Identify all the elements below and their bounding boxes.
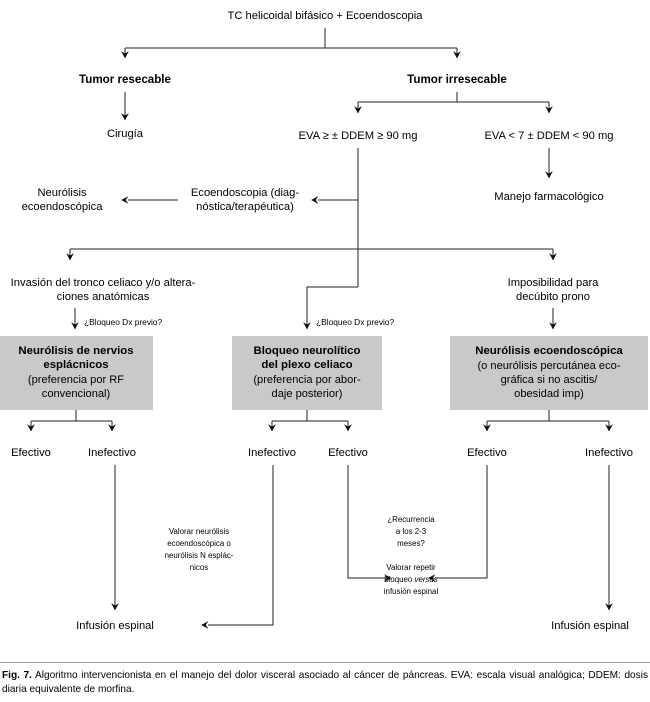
- figure-caption-body: Algoritmo intervencionista en el manejo …: [2, 670, 649, 695]
- node-neurolisis-eco-line1: Neurólisis: [37, 187, 87, 199]
- box3-sub-line1: (o neurólisis percutánea eco-: [477, 360, 620, 372]
- box2-sub-line2: daje posterior): [272, 388, 343, 400]
- outcome-left-effective: Efectivo: [11, 447, 51, 459]
- box2-title-line2: del plexo celiaco: [261, 359, 352, 371]
- flowchart-canvas: TC helicoidal bifásico + Ecoendoscopia T…: [0, 10, 648, 632]
- node-invasion-line1: Invasión del tronco celiaco y/o altera-: [11, 277, 196, 289]
- node-neurolisis-eco-line2: ecoendoscópica: [22, 201, 104, 213]
- annotation-valorar-repetir-line2: bloqueo versus: [384, 575, 438, 584]
- box1-sub-line1: (preferencia por RF: [28, 374, 124, 386]
- annotation-valorar-repetir-versus: versus: [415, 575, 438, 584]
- box1-sub-line2: convencional): [42, 388, 110, 400]
- annotation-recurrencia-line1: ¿Recurrencia: [387, 515, 435, 524]
- annotation-valorar-repetir-line1: Valorar repetir: [386, 563, 436, 572]
- box2-sub-line1: (preferencia por abor-: [253, 374, 361, 386]
- edge-spine-elbow-to-mid-box: [303, 286, 358, 330]
- outcome-left-ineffective: Inefectivo: [88, 447, 136, 459]
- node-tumor-irresecable: Tumor irresecable: [407, 73, 507, 86]
- annotation-valorar-neurolisis-line1: Valorar neurólisis: [169, 527, 229, 536]
- box1-title-line2: esplácnicos: [43, 359, 108, 371]
- edge-right-effective-to-valorar-repetir: [428, 465, 488, 582]
- figure-caption-text: Fig. 7. Algoritmo intervencionista en el…: [2, 669, 648, 697]
- box-neurolisis-ecoendoscopica: [450, 336, 648, 410]
- annotation-valorar-neurolisis-line4: nicos: [190, 563, 208, 572]
- edge-label-bloqueo-dx-mid: ¿Bloqueo Dx previo?: [316, 317, 395, 327]
- node-eva-high: EVA ≥ ± DDEM ≥ 90 mg: [299, 130, 418, 142]
- outcome-right-ineffective: Inefectivo: [585, 447, 633, 459]
- figure-caption-label: Fig. 7.: [2, 670, 32, 681]
- node-ecoendoscopia-line2: nóstica/terapéutica): [196, 201, 294, 213]
- outcome-mid-ineffective: Inefectivo: [248, 447, 296, 459]
- node-invasion-line2: ciones anatómicas: [57, 291, 150, 303]
- figure-caption: Fig. 7. Algoritmo intervencionista en el…: [0, 662, 650, 697]
- outcome-right-effective: Efectivo: [467, 447, 507, 459]
- node-tumor-resecable: Tumor resecable: [79, 73, 171, 86]
- node-ecoendoscopia-line1: Ecoendoscopia (diag-: [191, 187, 299, 199]
- node-manejo-farmacologico: Manejo farmacológico: [494, 191, 603, 203]
- node-eva-low: EVA < 7 ± DDEM < 90 mg: [484, 130, 613, 142]
- annotation-valorar-repetir-line3: infusión espinal: [384, 587, 439, 596]
- node-cirugia: Cirugía: [107, 128, 144, 140]
- annotation-recurrencia-line3: meses?: [397, 539, 425, 548]
- box3-sub-line3: obesidad imp): [514, 388, 584, 400]
- box3-title-line1: Neurólisis ecoendoscópica: [475, 345, 623, 357]
- annotation-valorar-neurolisis-line3: neurólisis N esplác-: [165, 551, 234, 560]
- edge-label-bloqueo-dx-left: ¿Bloqueo Dx previo?: [84, 317, 163, 327]
- box-bloqueo-neurolitico-plexo-celiaco: [232, 336, 382, 410]
- box3-sub-line2: gráfica si no ascitis/: [501, 374, 599, 386]
- box1-title-line1: Neurólisis de nervios: [18, 345, 133, 357]
- edge-left-ineffective-to-infusion: [201, 465, 274, 629]
- annotation-recurrencia-line2: a los 2-3: [396, 527, 427, 536]
- annotation-valorar-repetir-bloqueo: bloqueo: [384, 575, 414, 584]
- node-imposibilidad-line1: Imposibilidad para: [508, 277, 600, 289]
- box-neurolisis-nervios-esplacnicos: [0, 336, 153, 410]
- terminal-infusion-espinal-right: Infusión espinal: [551, 620, 629, 632]
- terminal-infusion-espinal-left: Infusión espinal: [76, 620, 154, 632]
- node-imposibilidad-line2: decúbito prono: [516, 291, 590, 303]
- box2-title-line1: Bloqueo neurolítico: [254, 345, 361, 357]
- edge-mid-effective-to-valorar-repetir: [347, 465, 392, 582]
- annotation-valorar-neurolisis-line2: ecoendoscópica o: [167, 539, 231, 548]
- outcome-mid-effective: Efectivo: [328, 447, 368, 459]
- node-root: TC helicoidal bifásico + Ecoendoscopia: [228, 10, 424, 22]
